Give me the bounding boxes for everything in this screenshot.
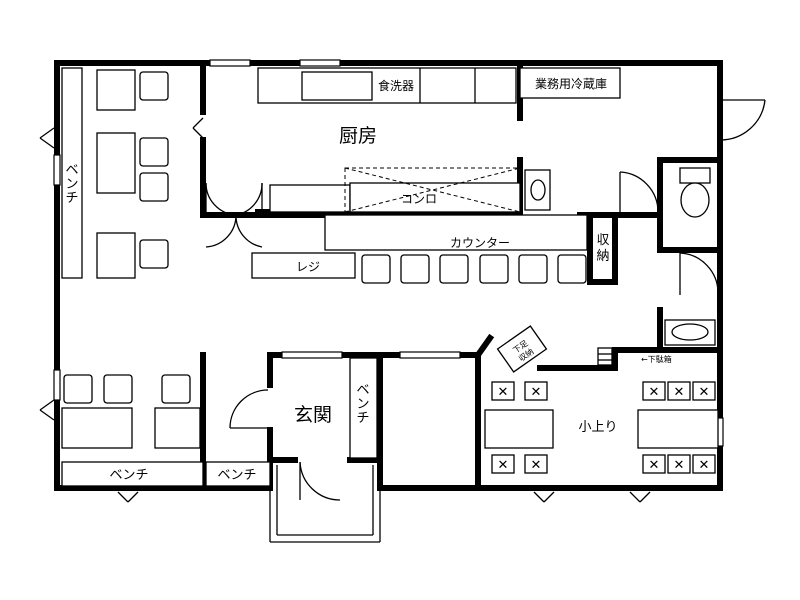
windows xyxy=(53,59,724,447)
svg-text:✕: ✕ xyxy=(498,458,509,473)
bench-entrance xyxy=(349,357,378,459)
shoe-box-label: ←下駄箱 xyxy=(641,354,672,364)
left-dining xyxy=(61,67,169,279)
bench-left xyxy=(61,67,83,279)
lower-left-dining xyxy=(61,357,378,487)
storage-fixtures xyxy=(496,325,613,373)
bench-bottom-middle-label: ベンチ xyxy=(217,468,256,483)
tatami-room: ✕ ✕ ✕ ✕ ✕ ✕ ✕ ✕ ✕ ✕ xyxy=(484,381,719,474)
svg-text:✕: ✕ xyxy=(649,385,660,400)
entrance-approach xyxy=(269,465,381,543)
svg-text:✕: ✕ xyxy=(674,458,685,473)
cushions xyxy=(491,381,716,474)
refrigerator xyxy=(519,67,621,99)
svg-text:✕: ✕ xyxy=(531,385,542,400)
refrigerator-label: 業務用冷蔵庫 xyxy=(535,77,607,91)
tatami-room-label: 小上り xyxy=(578,420,617,435)
bench-bottom-middle xyxy=(205,461,271,487)
svg-text:✕: ✕ xyxy=(498,385,509,400)
doors xyxy=(39,99,766,503)
stove-counter xyxy=(349,182,521,213)
toilet xyxy=(664,167,716,346)
counter-stools xyxy=(361,254,587,284)
svg-text:✕: ✕ xyxy=(649,458,660,473)
bench-entrance-label: ベンチ xyxy=(356,383,369,426)
svg-text:✕: ✕ xyxy=(531,458,542,473)
dishwasher-counter xyxy=(257,67,517,104)
service-counter xyxy=(324,214,588,251)
counter-label: カウンター xyxy=(450,236,510,250)
kitchen-label: 厨房 xyxy=(339,125,377,147)
svg-text:✕: ✕ xyxy=(699,385,710,400)
bench-left-label: ベンチ xyxy=(65,163,78,206)
shoe-box xyxy=(597,347,613,366)
register-label: レジ xyxy=(296,260,320,274)
shoe-storage xyxy=(496,325,548,373)
entrance-label: 玄関 xyxy=(294,404,332,426)
cushion-marks: ✕ ✕ ✕ ✕ ✕ ✕ ✕ ✕ ✕ ✕ xyxy=(498,385,710,473)
kitchen-fixtures xyxy=(251,67,621,279)
bench-bottom-left xyxy=(61,461,204,487)
storage-label: 収納 xyxy=(596,233,609,264)
bench-bottom-left-label: ベンチ xyxy=(109,468,148,483)
stove-label: コンロ xyxy=(401,192,437,206)
svg-text:✕: ✕ xyxy=(699,458,710,473)
register-counter xyxy=(251,252,356,279)
svg-text:✕: ✕ xyxy=(674,385,685,400)
dishwasher-label: 食洗器 xyxy=(378,78,414,93)
